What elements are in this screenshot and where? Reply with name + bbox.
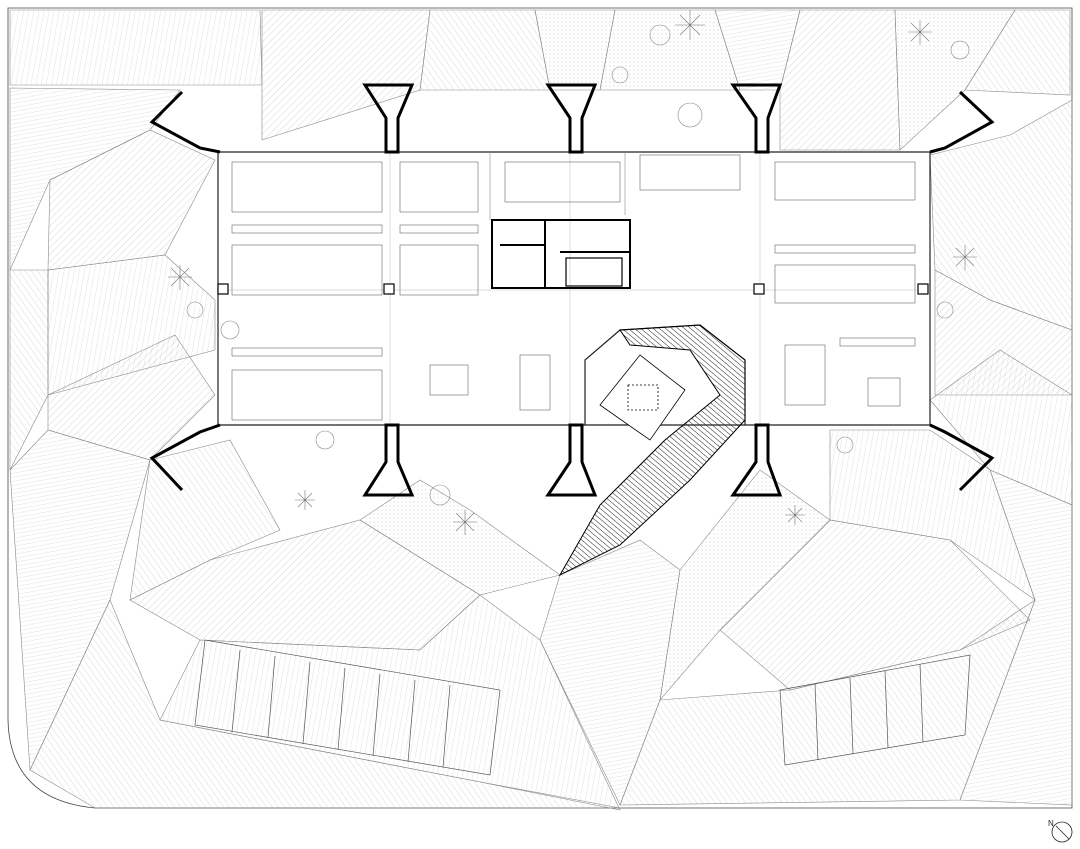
tree-icon xyxy=(677,102,703,128)
tree-icon xyxy=(611,66,629,84)
landscape-facets xyxy=(9,9,1073,811)
structural-columns xyxy=(217,283,929,295)
workstations xyxy=(231,154,916,421)
structural-fins xyxy=(149,83,995,497)
tree-icon xyxy=(836,436,854,454)
north-label: N xyxy=(1048,819,1054,828)
tree-icon xyxy=(950,40,970,60)
tree-icon xyxy=(186,301,204,319)
north-arrow-icon xyxy=(1051,821,1073,843)
tree-icon xyxy=(936,301,954,319)
service-core xyxy=(491,219,631,289)
tree-icon xyxy=(429,484,451,506)
tree-icon xyxy=(315,430,335,450)
feature-staircase xyxy=(558,324,746,577)
tree-icon xyxy=(649,24,671,46)
tree-icon xyxy=(220,320,240,340)
terrace-blocks xyxy=(194,639,971,776)
atrium-void xyxy=(599,354,686,441)
vegetation xyxy=(168,10,977,535)
shrub-icon xyxy=(168,10,977,535)
